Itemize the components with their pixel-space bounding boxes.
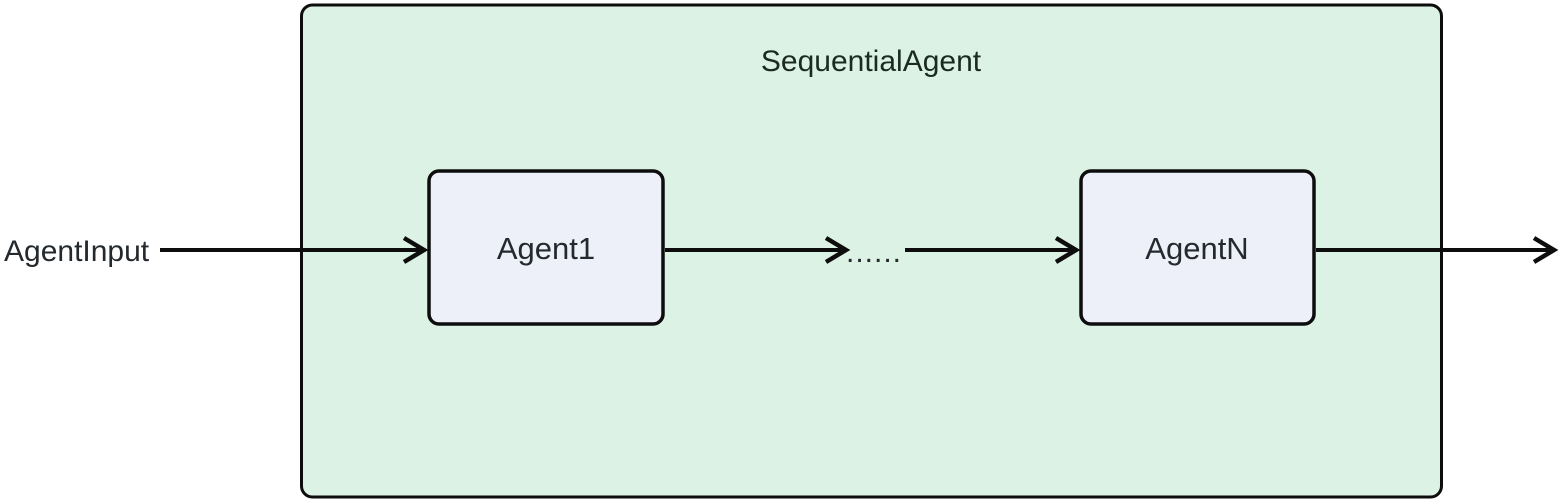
ellipsis-label: ...... [846,236,902,269]
node-agent1 [427,169,665,326]
agent-input-label: AgentInput [4,235,150,268]
arrowhead-icon [1054,236,1081,264]
arrowhead-icon [824,236,851,264]
node-agent1-label: Agent1 [497,231,595,266]
arrow-input-to-agent1 [160,236,429,264]
container-title-label: SequentialAgent [761,45,982,78]
arrowhead-icon [402,236,429,264]
arrow-agentn-to-output [1316,236,1559,264]
arrow-agent1-to-ellipsis [665,236,851,264]
arrowhead-icon [1532,236,1559,264]
node-agentn [1079,169,1316,326]
arrow-ellipsis-to-agentn [905,236,1081,264]
node-agentn-label: AgentN [1145,231,1248,266]
